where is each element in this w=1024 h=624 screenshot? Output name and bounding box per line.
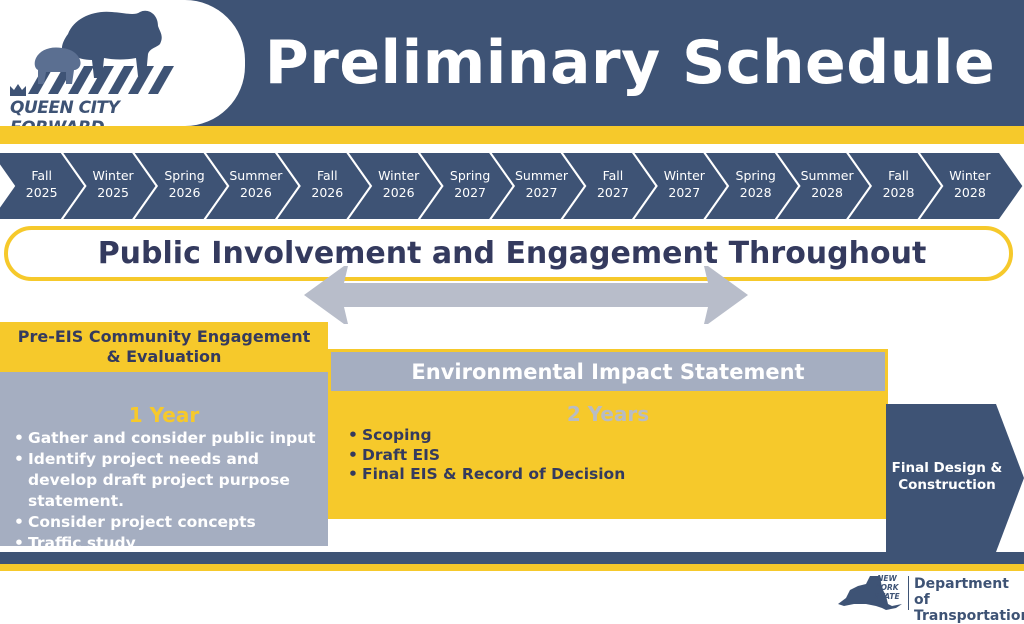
- timeline-period-label: Spring 2026: [150, 167, 220, 201]
- list-item: Traffic study: [14, 533, 328, 554]
- eis-duration: 2 Years: [566, 402, 650, 426]
- timeline-year: 2027: [525, 185, 558, 200]
- final-design-arrow: [886, 404, 1024, 552]
- timeline-season: Summer: [800, 168, 854, 183]
- timeline-year: 2027: [668, 185, 701, 200]
- timeline-period-label: Fall 2028: [864, 167, 934, 201]
- timeline-year: 2027: [596, 185, 629, 200]
- department-line-2: Transportation: [914, 608, 1024, 624]
- nys-line-state: STATE: [874, 592, 900, 601]
- double-arrow-icon: [304, 266, 748, 324]
- timeline-year: 2025: [25, 185, 58, 200]
- timeline-season: Winter: [378, 168, 420, 183]
- timeline-period-label: Winter 2026: [364, 167, 434, 201]
- nys-line-new: NEW: [877, 574, 897, 583]
- list-item: Final EIS & Record of Decision: [348, 465, 868, 485]
- timeline-season: Fall: [31, 168, 53, 183]
- timeline-season: Spring: [735, 168, 776, 183]
- timeline-season: Winter: [949, 168, 991, 183]
- timeline-year: 2028: [882, 185, 915, 200]
- nys-line-york: YORK: [875, 583, 899, 592]
- timeline-season: Fall: [316, 168, 338, 183]
- timeline-year: 2028: [953, 185, 986, 200]
- footer-divider: [908, 576, 909, 610]
- public-involvement-pill: [4, 226, 1013, 281]
- timeline-season: Summer: [229, 168, 283, 183]
- list-item: Identify project needs and develop draft…: [14, 449, 328, 512]
- page-title: Preliminary Schedule: [264, 28, 996, 98]
- department-line-1: Department of: [914, 576, 1009, 608]
- timeline-season: Winter: [92, 168, 134, 183]
- timeline-period-label: Summer 2028: [792, 167, 862, 201]
- header-gold-stripe: [0, 126, 1024, 144]
- timeline-period-label: Winter 2028: [935, 167, 1005, 201]
- timeline-period-label: Summer 2026: [221, 167, 291, 201]
- list-item: Gather and consider public input: [14, 428, 328, 449]
- final-design-label: Final Design & Construction: [891, 460, 1003, 493]
- timeline-period-label: Winter 2027: [649, 167, 719, 201]
- timeline-period-label: Fall 2027: [578, 167, 648, 201]
- timeline-year: 2026: [168, 185, 201, 200]
- pre-eis-title: Pre-EIS Community Engagement & Evaluatio…: [17, 327, 311, 366]
- timeline-period-label: Winter 2025: [78, 167, 148, 201]
- timeline-season: Fall: [602, 168, 624, 183]
- buffalo-logo-icon: [10, 10, 174, 96]
- timeline-period-label: Spring 2027: [435, 167, 505, 201]
- timeline-period-label: Fall 2025: [7, 167, 77, 201]
- timeline-year: 2028: [739, 185, 772, 200]
- timeline-season: Summer: [514, 168, 569, 183]
- eis-title: Environmental Impact Statement: [411, 359, 805, 384]
- pre-eis-header: Pre-EIS Community Engagement & Evaluatio…: [0, 322, 328, 372]
- timeline-year: 2026: [311, 185, 344, 200]
- timeline-year: 2028: [811, 185, 843, 200]
- timeline-period-label: Summer 2027: [507, 167, 577, 201]
- timeline-season: Fall: [888, 168, 909, 183]
- eis-bullet-list: Scoping Draft EIS Final EIS & Record of …: [348, 426, 868, 485]
- timeline-season: Winter: [663, 168, 705, 183]
- nys-state-wordmark: NEW YORK STATE: [868, 574, 906, 601]
- pre-eis-duration: 1 Year: [128, 403, 200, 427]
- list-item: Consider project concepts: [14, 512, 328, 533]
- footer-navy-stripe: [0, 552, 1024, 564]
- eis-header: Environmental Impact Statement: [331, 352, 885, 391]
- pre-eis-bullet-list: Gather and consider public input Identif…: [14, 428, 328, 554]
- timeline-season: Spring: [449, 168, 491, 183]
- list-item: Draft EIS: [348, 446, 868, 466]
- department-name: Department of Transportation: [914, 576, 1024, 624]
- timeline-chevrons: [0, 151, 1024, 221]
- timeline-period-label: Spring 2028: [721, 167, 791, 201]
- public-involvement-title: Public Involvement and Engagement Throug…: [97, 236, 927, 271]
- list-item: Scoping: [348, 426, 868, 446]
- timeline-year: 2027: [454, 185, 486, 200]
- new-york-state-map-icon: [838, 576, 902, 610]
- timeline-period-label: Fall 2026: [292, 167, 362, 201]
- timeline-year: 2026: [239, 185, 272, 200]
- timeline-year: 2025: [97, 185, 129, 200]
- footer-gold-stripe: [0, 564, 1024, 571]
- timeline-season: Spring: [164, 168, 205, 183]
- timeline-year: 2026: [382, 185, 415, 200]
